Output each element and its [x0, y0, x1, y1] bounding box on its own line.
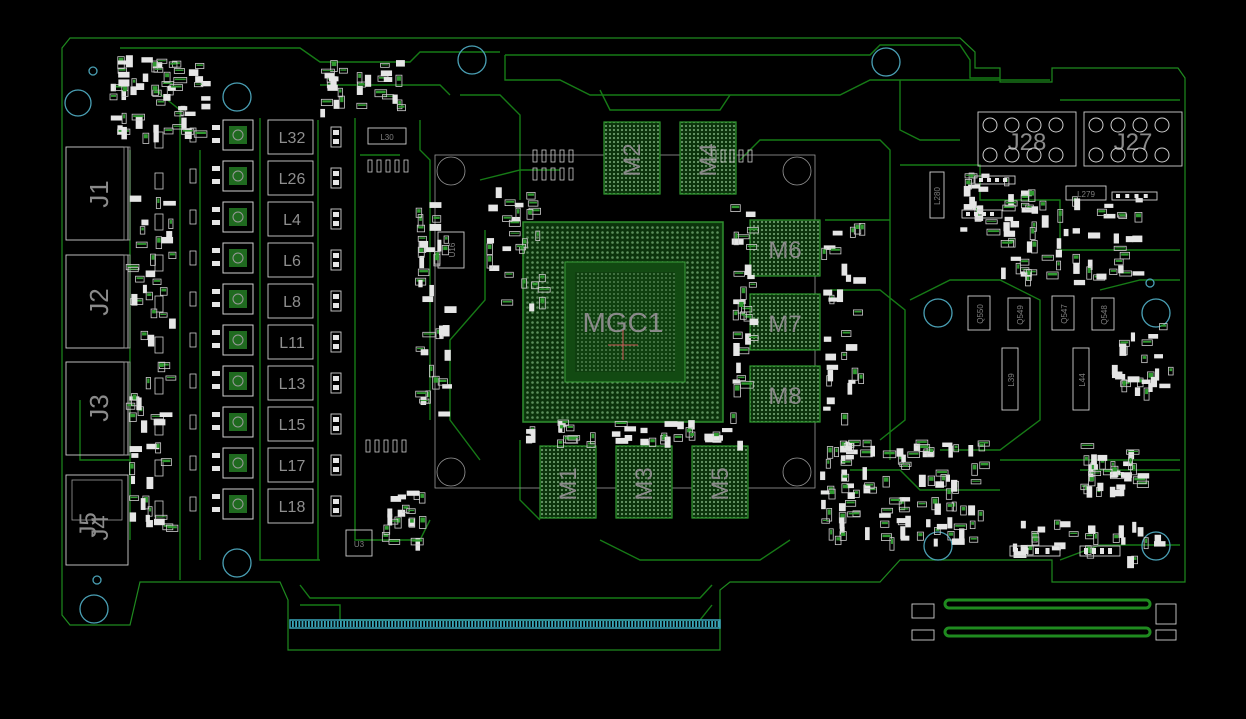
power-rail-bottom: [943, 626, 1152, 638]
svg-text:L44: L44: [1078, 373, 1087, 387]
svg-text:M2: M2: [619, 143, 646, 176]
connector-j2: J2: [65, 254, 131, 349]
mosfet-q547: Q547: [1051, 295, 1075, 331]
connector-j3: J3: [65, 361, 131, 456]
mounting-hole: [1141, 298, 1171, 328]
inductor-l26: L26: [267, 160, 314, 196]
svg-text:J1: J1: [84, 180, 114, 207]
svg-text:L30: L30: [380, 133, 394, 142]
mounting-hole: [871, 47, 901, 77]
svg-text:Q550: Q550: [976, 304, 985, 324]
svg-text:J5: J5: [75, 512, 102, 537]
inductor-l13: L13: [267, 365, 314, 401]
connector-j27: J27: [1083, 111, 1183, 167]
memory-chip-m4: M4: [679, 121, 737, 195]
vrm-inductor-column: L32 L26 L4 L6 L8 L11 L13 L15 L17 L18: [267, 119, 314, 524]
svg-text:L13: L13: [279, 376, 306, 393]
svg-text:L11: L11: [279, 335, 305, 352]
mounting-hole: [923, 531, 953, 561]
smd-component-field: [109, 55, 1174, 569]
chip-u3: U3: [345, 529, 373, 557]
svg-text:L279: L279: [1077, 190, 1095, 199]
inductor-l17: L17: [267, 447, 314, 483]
svg-text:J2: J2: [84, 288, 114, 315]
inductor-l44: L44: [1072, 347, 1090, 411]
memory-chip-m6: M6: [749, 219, 821, 277]
svg-text:J4: J4: [87, 515, 114, 540]
mosfet-q550: Q550: [967, 295, 991, 331]
svg-text:M8: M8: [768, 383, 801, 410]
inductor-l39: L39: [1001, 347, 1019, 411]
svg-text:M4: M4: [695, 143, 722, 176]
inductor-l15: L15: [267, 406, 314, 442]
inductor-l32: L32: [267, 119, 314, 155]
connector-j1: J1: [65, 146, 131, 241]
capacitor-column: [154, 126, 753, 518]
power-rail-top: [943, 598, 1152, 610]
svg-text:J3: J3: [84, 394, 114, 421]
mounting-hole: [64, 89, 92, 117]
inductor-l280: L280: [929, 171, 945, 219]
inductor-l30: L30: [367, 127, 407, 145]
svg-text:Q547: Q547: [1060, 304, 1069, 324]
mounting-hole: [923, 298, 953, 328]
memory-chip-m2: M2: [603, 121, 661, 195]
inductor-l4: L4: [267, 201, 314, 237]
memory-chip-m5: M5: [691, 445, 749, 519]
pcie-edge-connector: [289, 619, 721, 629]
memory-chip-m1: M1: [539, 445, 597, 519]
svg-text:L15: L15: [279, 417, 306, 434]
mounting-hole: [79, 594, 109, 624]
pcie-finger-group: [292, 621, 720, 627]
inductor-l8: L8: [267, 283, 314, 319]
mounting-hole: [222, 82, 252, 112]
gpu-package-mgc1: MGC1: [434, 154, 816, 489]
svg-text:L6: L6: [283, 253, 301, 270]
svg-text:L17: L17: [279, 458, 306, 475]
svg-text:M7: M7: [768, 311, 801, 338]
connector-j28: J28: [977, 111, 1077, 167]
mounting-hole: [222, 548, 252, 578]
connector-j4-j5: J4 J5: [65, 474, 129, 566]
board-outline: [61, 37, 1186, 651]
memory-chip-m3: M3: [615, 445, 673, 519]
memory-chip-m8: M8: [749, 365, 821, 423]
inductor-l18: L18: [267, 488, 314, 524]
mosfet-q548: Q548: [1091, 297, 1115, 331]
inductor-l11: L11: [267, 324, 314, 360]
svg-text:M1: M1: [555, 467, 582, 500]
svg-text:U16: U16: [448, 242, 457, 257]
svg-text:M3: M3: [631, 467, 658, 500]
memory-chip-m7: M7: [749, 293, 821, 351]
svg-text:M6: M6: [768, 237, 801, 264]
svg-text:U3: U3: [354, 540, 365, 549]
svg-text:L280: L280: [933, 187, 942, 205]
svg-text:Q549: Q549: [1016, 305, 1025, 325]
vrm-mosfet-column: [189, 119, 254, 520]
inductor-l6: L6: [267, 242, 314, 278]
svg-text:L18: L18: [279, 499, 306, 516]
svg-text:L39: L39: [1007, 373, 1016, 387]
svg-text:L32: L32: [279, 130, 306, 147]
mounting-hole: [1141, 531, 1171, 561]
mosfet-q549: Q549: [1007, 297, 1031, 331]
svg-text:Q548: Q548: [1100, 305, 1109, 325]
svg-text:L4: L4: [283, 212, 301, 229]
svg-text:L26: L26: [279, 171, 306, 188]
mounting-hole: [457, 45, 487, 75]
svg-text:M5: M5: [707, 467, 734, 500]
inductor-l279: L279: [1065, 185, 1107, 201]
svg-text:L8: L8: [283, 294, 301, 311]
